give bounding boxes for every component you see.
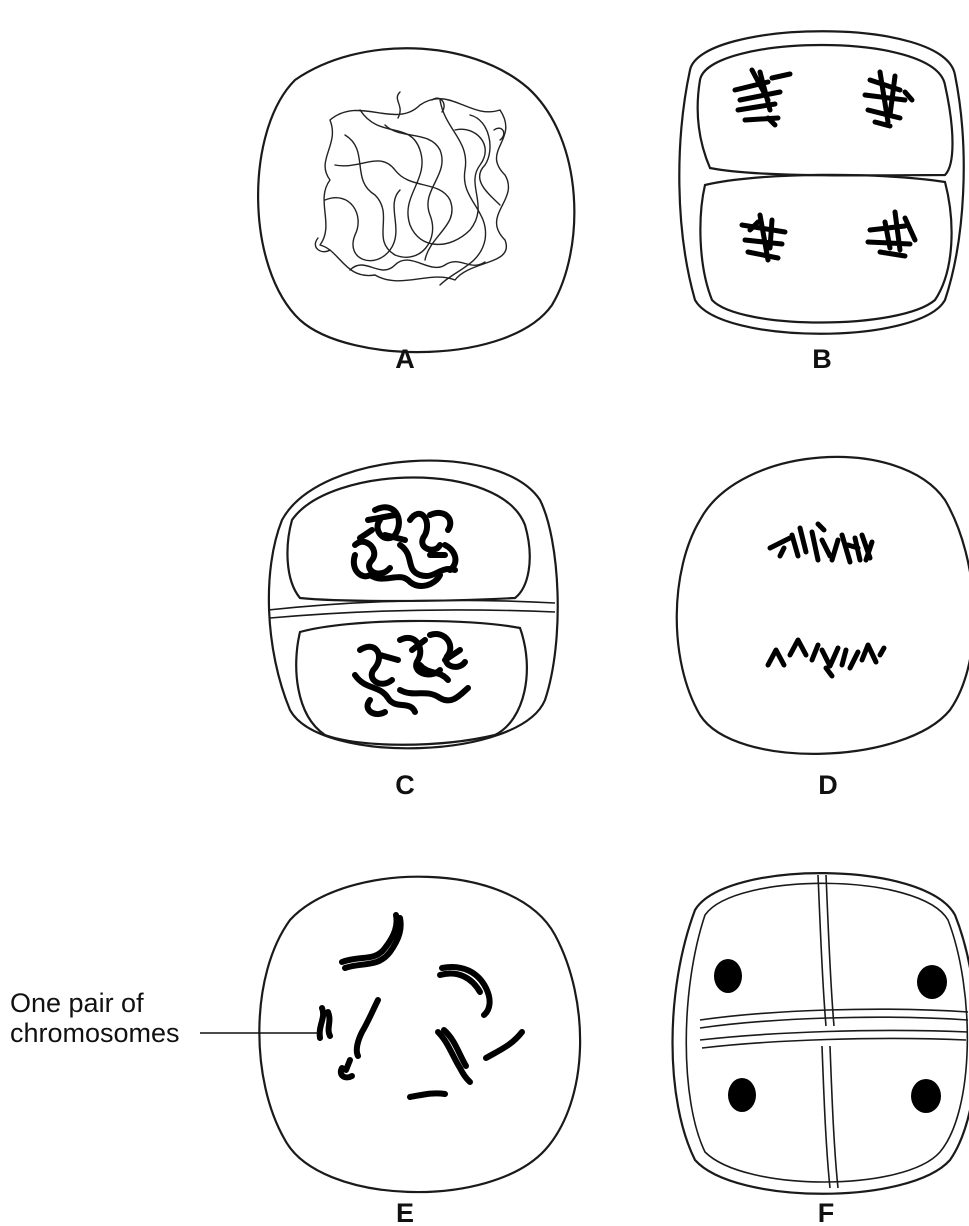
panel-a: A	[258, 48, 574, 374]
panel-c-chromatin-lower	[355, 634, 468, 714]
panel-e-caption: E	[396, 1198, 414, 1226]
panel-c-caption: C	[395, 770, 415, 800]
panel-b-chromosome-group-upper-left	[735, 70, 790, 125]
panel-e-chromosomes	[320, 915, 522, 1097]
panel-d-cell-outline	[677, 457, 969, 754]
panel-e: E	[259, 877, 580, 1226]
panel-f-horizontal-wall	[700, 1009, 968, 1048]
chromosome-pair-annotation: One pair of chromosomes	[10, 988, 318, 1048]
panel-b-chromosome-group-lower-left	[742, 215, 785, 260]
panel-b-chromosome-group-upper-right	[865, 72, 912, 126]
annotation-line-2: chromosomes	[10, 1018, 180, 1048]
panel-f-nucleus-lower-right	[911, 1079, 941, 1113]
panel-f-caption: F	[818, 1198, 835, 1226]
panel-a-cell-outline	[258, 48, 574, 352]
panel-f-vertical-wall-lower	[822, 1046, 838, 1188]
panel-b-chromosome-group-lower-right	[868, 212, 915, 256]
panel-d: D	[677, 457, 969, 800]
annotation-line-1: One pair of	[10, 988, 144, 1018]
panel-d-chromosome-group-upper	[770, 524, 872, 562]
panel-c-division-wall	[268, 600, 555, 618]
panel-b-caption: B	[812, 344, 832, 374]
panel-b-lower-cell	[700, 175, 951, 323]
panel-f-nucleus-lower-left	[728, 1078, 756, 1112]
panel-f: F	[673, 873, 969, 1226]
panel-f-vertical-wall-upper	[818, 875, 834, 1026]
panel-f-nucleus-upper-right	[917, 965, 947, 999]
panel-a-chromatin-threads	[315, 92, 508, 285]
panel-a-caption: A	[395, 344, 415, 374]
panel-b: B	[679, 31, 963, 374]
panel-c-chromatin-upper	[354, 507, 456, 586]
panel-e-cell-outline	[259, 877, 580, 1192]
panel-f-nucleus-upper-left	[714, 959, 742, 993]
panel-d-caption: D	[818, 770, 838, 800]
panel-d-chromosome-group-lower	[768, 640, 884, 676]
panel-c: C	[268, 461, 558, 800]
